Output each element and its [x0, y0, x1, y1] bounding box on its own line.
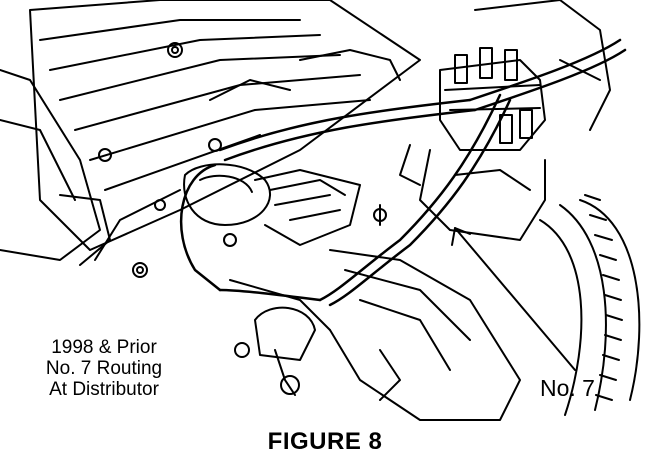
- caption-line-1: 1998 & Prior: [51, 337, 157, 358]
- valve-cover: [0, 0, 421, 266]
- pulley: [539, 194, 641, 416]
- routing-caption: 1998 & Prior No. 7 Routing At Distributo…: [18, 337, 190, 400]
- caption-line-2: No. 7 Routing: [45, 358, 163, 379]
- lower-block: [229, 204, 521, 421]
- caption-line-3: At Distributor: [49, 379, 159, 400]
- figure-title: FIGURE 8: [267, 428, 383, 455]
- plug-wire-loom: [180, 38, 627, 307]
- callout-label: No. 7: [540, 375, 595, 401]
- plug-tube-area: [94, 49, 401, 261]
- callout-leader: [451, 227, 576, 371]
- cover-bolts: [98, 42, 237, 278]
